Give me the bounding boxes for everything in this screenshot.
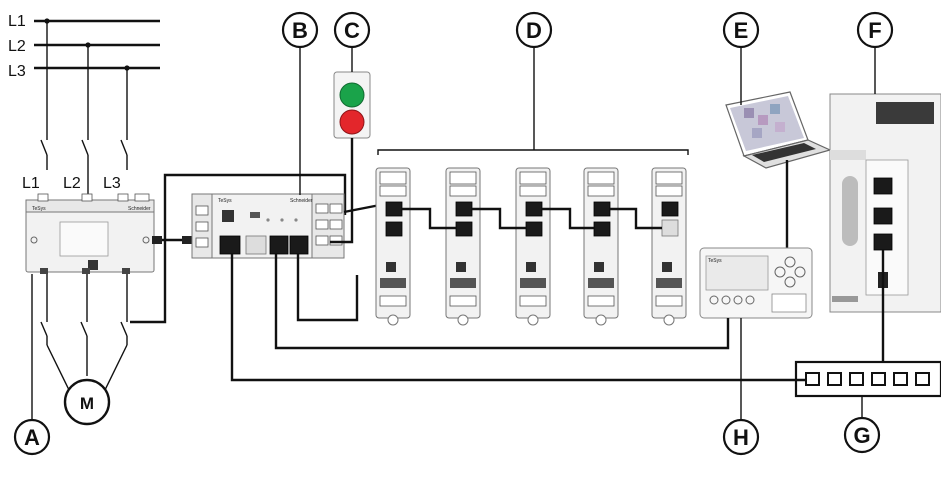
supply-line-label-1: L1 <box>8 13 26 30</box>
module-bus-cables <box>402 207 662 230</box>
io-module-5 <box>651 167 687 326</box>
controller-module: TeSys Schneider <box>191 193 345 259</box>
laptop <box>725 91 832 169</box>
callout-a: A <box>13 418 51 456</box>
motor-line-label-1: L1 <box>22 175 40 192</box>
callout-h: H <box>722 418 760 456</box>
motor-line-label-2: L2 <box>63 175 81 192</box>
hmi-brand-text: TeSys <box>708 258 722 264</box>
callout-e: E <box>722 11 760 49</box>
callout-f-label: F <box>868 18 881 43</box>
io-module-3 <box>515 167 551 326</box>
control-wire <box>130 173 347 324</box>
plc <box>829 93 941 313</box>
controller-port-1[interactable] <box>219 235 241 255</box>
callout-h-label: H <box>733 425 749 450</box>
callout-a-label: A <box>24 425 40 450</box>
supply-lines: L1 L2 L3 <box>8 13 160 195</box>
motor-line-label-3: L3 <box>103 175 121 192</box>
controller-port-3[interactable] <box>269 235 289 255</box>
controller-brand-text: TeSys <box>218 198 232 204</box>
io-module-2 <box>445 167 481 326</box>
controller-port-4[interactable] <box>289 235 309 255</box>
motor-starter: TeSys Schneider <box>25 193 155 420</box>
supply-line-label-2: L2 <box>8 38 26 55</box>
io-module-4 <box>583 167 619 326</box>
green-light <box>339 82 365 108</box>
starter-vendor-text: Schneider <box>128 206 151 212</box>
network-switch <box>794 360 941 398</box>
callout-d-label: D <box>526 18 542 43</box>
signal-light-wire <box>330 138 354 244</box>
controller-to-modules-link <box>343 203 381 214</box>
callout-c: C <box>333 11 371 49</box>
callout-b: B <box>281 11 319 49</box>
controller-to-switch-cable <box>230 254 806 382</box>
callout-b-label: B <box>292 18 308 43</box>
controller-vendor-text: Schneider <box>290 198 313 204</box>
callout-e-label: E <box>734 18 749 43</box>
controller-qr-icon <box>222 210 234 222</box>
callout-g: G <box>843 416 881 454</box>
red-light <box>339 109 365 135</box>
controller-loop-wire <box>296 254 359 322</box>
hmi-panel: TeSys <box>699 247 813 319</box>
callout-d: D <box>515 11 553 49</box>
callout-g-label: G <box>853 423 870 448</box>
callout-c-label: C <box>344 18 360 43</box>
controller-port-2[interactable] <box>245 235 267 255</box>
io-module-1 <box>375 167 411 326</box>
starter-brand-text: TeSys <box>32 206 46 212</box>
motor-label: M <box>80 394 94 413</box>
io-modules-bracket <box>377 47 689 155</box>
controller-to-hmi-cable <box>274 254 730 350</box>
supply-line-label-3: L3 <box>8 63 26 80</box>
motor-line-labels: L1 L2 L3 <box>22 175 121 192</box>
motor: M <box>63 378 111 426</box>
callout-f: F <box>856 11 894 49</box>
signal-light <box>333 71 371 139</box>
